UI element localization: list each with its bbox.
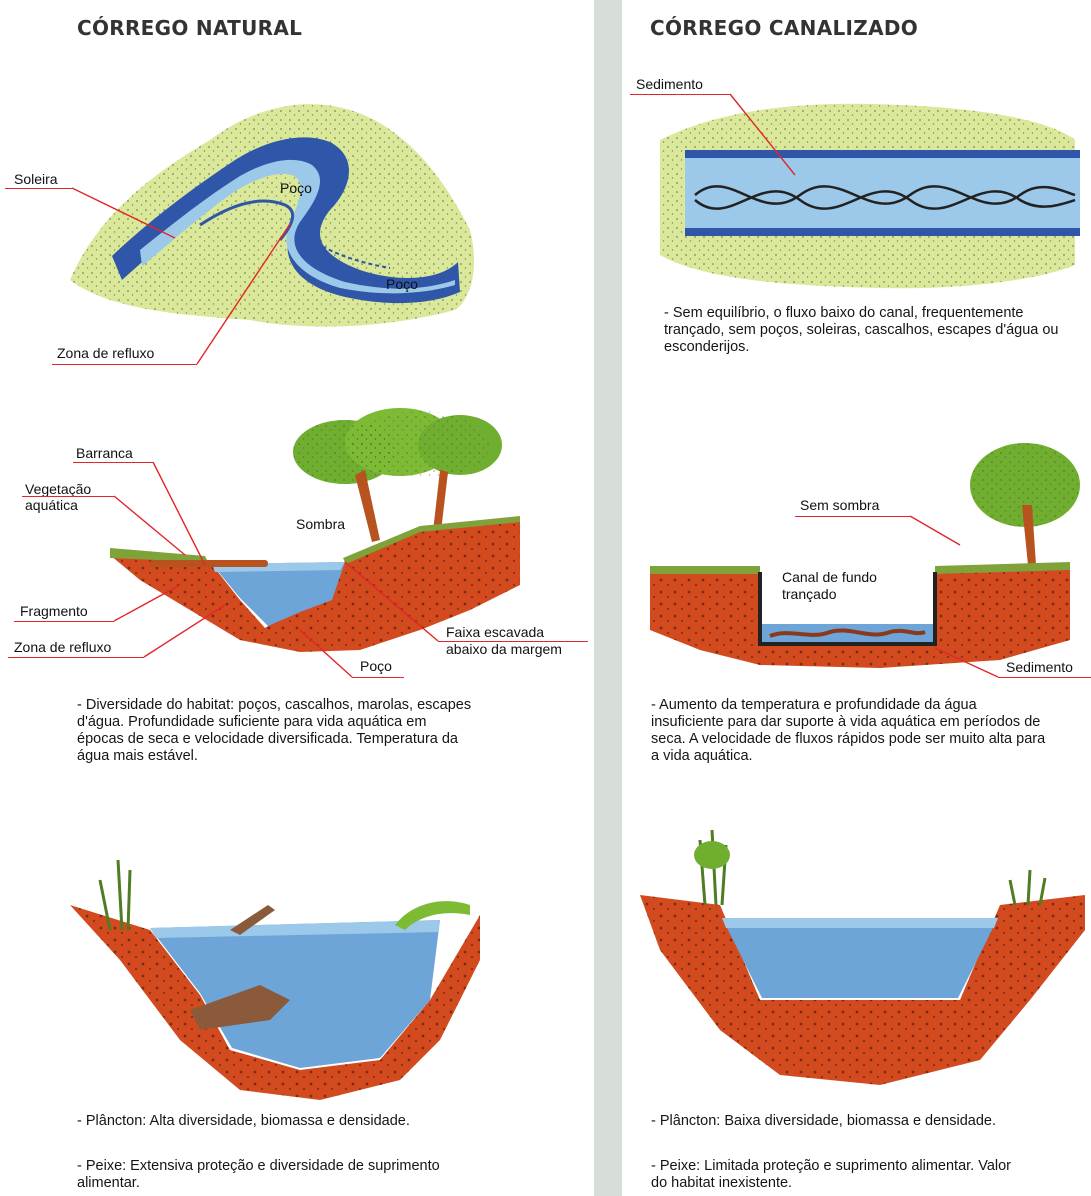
plancton-canalized-text: - Plâncton: Baixa diversidade, biomassa … (651, 1113, 1021, 1130)
label-underline (998, 677, 1091, 678)
label-underline (5, 188, 72, 189)
label-zona-refluxo-section: Zona de refluxo (14, 639, 111, 655)
natural-pool-illustration (70, 860, 480, 1100)
label-faixa-line2: abaixo da margem (446, 641, 562, 657)
label-fragmento: Fragmento (20, 603, 88, 619)
label-sedimento-top: Sedimento (636, 76, 703, 92)
canalized-plan-illustration (660, 104, 1080, 288)
label-poco-lower: Poço (386, 276, 418, 292)
peixe-natural-text: - Peixe: Extensiva proteção e diversidad… (77, 1158, 447, 1192)
label-underline (795, 516, 910, 517)
label-sem-sombra: Sem sombra (800, 497, 879, 513)
plancton-natural-text: - Plâncton: Alta diversidade, biomassa e… (77, 1113, 447, 1130)
label-barranca: Barranca (76, 445, 133, 461)
label-canal-line2: trançado (782, 586, 836, 602)
canalized-pool-illustration (640, 830, 1085, 1085)
label-canal-line1: Canal de fundo (782, 569, 877, 585)
label-underline (22, 496, 114, 497)
peixe-canalized-text: - Peixe: Limitada proteção e suprimento … (651, 1158, 1021, 1192)
label-faixa-line1: Faixa escavada (446, 624, 544, 640)
habitat-natural-text: - Diversidade do habitat: poços, cascalh… (77, 697, 477, 765)
canalized-cross-section-illustration (650, 443, 1080, 668)
label-underline (8, 657, 144, 658)
right-column-title: CÓRREGO CANALIZADO (650, 16, 918, 40)
meander-plan-illustration (70, 104, 474, 326)
label-sedimento-section: Sedimento (1006, 659, 1073, 675)
label-vegetacao-line2: aquática (25, 497, 78, 513)
label-underline (630, 94, 730, 95)
label-underline (14, 621, 114, 622)
label-soleira: Soleira (14, 171, 58, 187)
habitat-canalized-text: - Aumento da temperatura e profundidade … (651, 697, 1051, 765)
label-poco-section: Poço (360, 658, 392, 674)
canalized-top-text: - Sem equilíbrio, o fluxo baixo do canal… (664, 305, 1064, 356)
label-poco-upper: Poço (280, 180, 312, 196)
label-sombra: Sombra (296, 516, 345, 532)
left-column-title: CÓRREGO NATURAL (77, 16, 302, 40)
label-vegetacao-line1: Vegetação (25, 481, 91, 497)
label-underline (352, 677, 404, 678)
label-underline (52, 364, 197, 365)
label-zona-refluxo-top: Zona de refluxo (57, 345, 154, 361)
label-underline (73, 462, 153, 463)
